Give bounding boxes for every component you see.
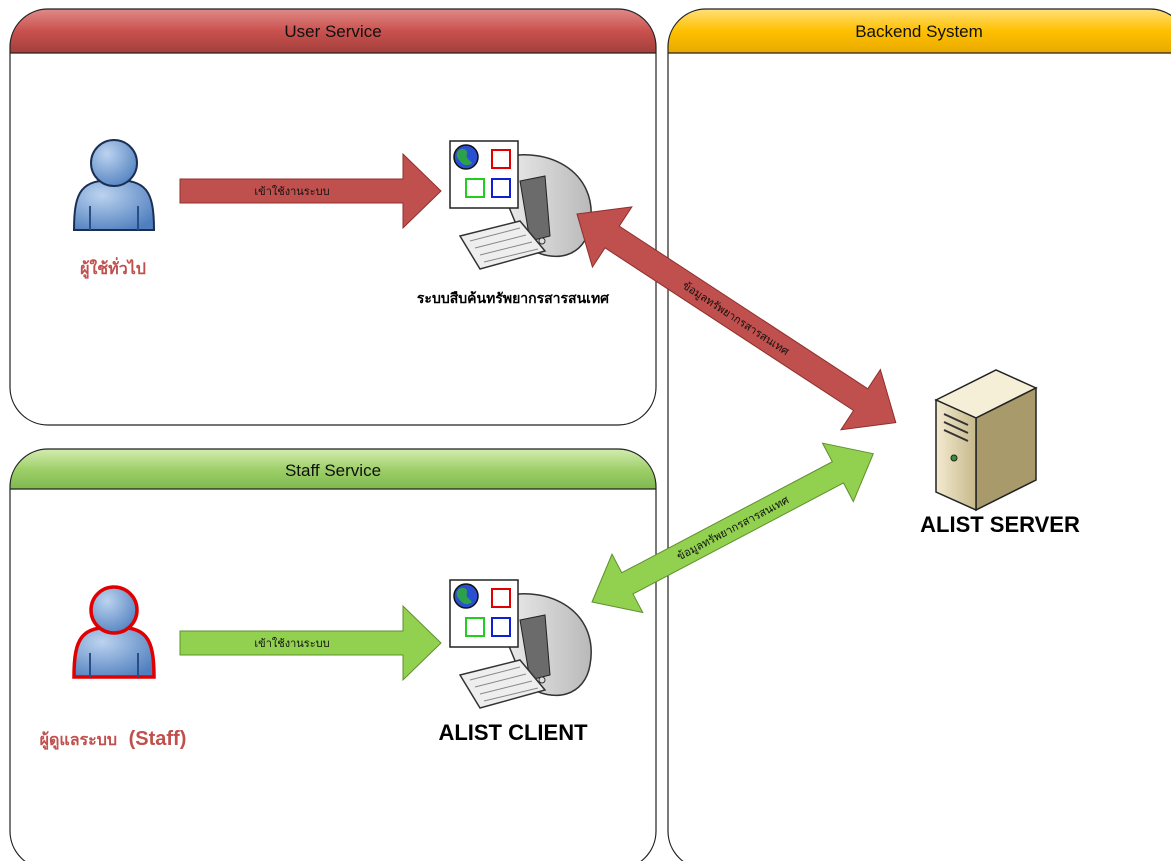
staff-access-label: เข้าใช้งานระบบ [254,637,329,650]
server-label: ALIST SERVER [920,512,1080,537]
general-user-label: ผู้ใช้ทั่วไป [80,257,146,280]
staff-service-panel: Staff Service [9,448,657,861]
user-access-arrow: เข้าใช้งานระบบ [179,152,442,230]
search-system-label: ระบบสืบค้นทรัพยากรสารสนเทศ [417,291,610,307]
staff-access-arrow: เข้าใช้งานระบบ [179,604,442,682]
backend-system-title: Backend System [855,22,983,41]
client-label: ALIST CLIENT [438,720,588,745]
info-red-double-arrow: ข้อมูลทรัพยากรสารสนเทศ [576,206,897,431]
staff-person-icon [72,585,156,679]
backend-system-panel: Backend System [667,8,1171,861]
user-access-label: เข้าใช้งานระบบ [254,185,329,198]
info-red-arrow-label: ข้อมูลทรัพยากรสารสนเทศ [680,279,792,358]
server-icon [934,369,1038,512]
user-service-title: User Service [284,22,381,41]
general-user-person-icon [73,139,155,231]
staff-label-thai: ผู้ดูแลระบบ [40,730,117,751]
staff-service-title: Staff Service [285,461,381,480]
user-service-panel: User Service [9,8,657,426]
search-system-computer-icon [449,140,593,270]
staff-label-en: (Staff) [129,728,187,750]
client-computer-icon [449,579,593,709]
staff-label: ผู้ดูแลระบบ (Staff) [40,728,187,751]
info-green-arrow-label: ข้อมูลทรัพยากรสารสนเทศ [675,493,791,563]
